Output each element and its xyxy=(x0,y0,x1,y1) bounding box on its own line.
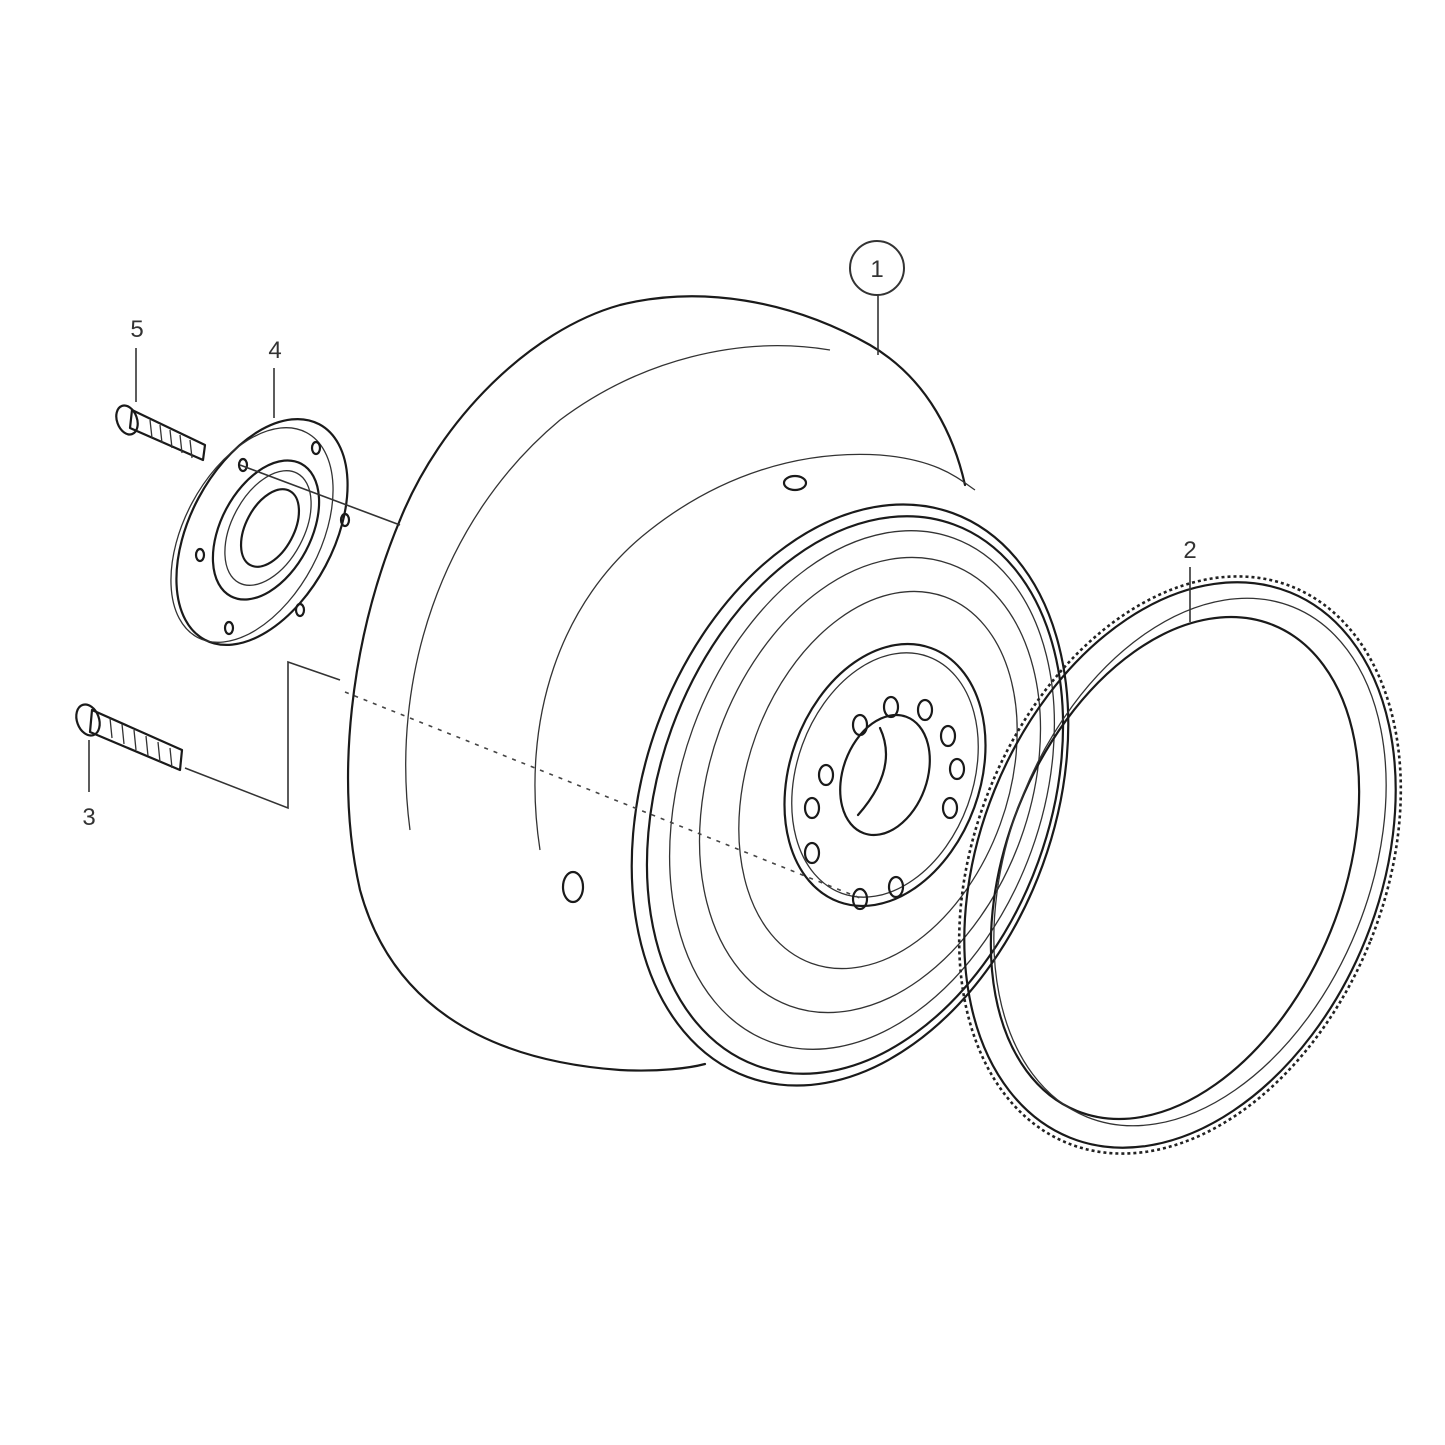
callout-1: 1 xyxy=(849,240,905,296)
callout-label-2: 2 xyxy=(1183,537,1196,564)
callout-label-3: 3 xyxy=(82,804,95,831)
bolt-hole-circle xyxy=(803,695,966,911)
bolt-part-5 xyxy=(115,404,207,462)
flywheel-part-1 xyxy=(347,295,1070,1087)
bolt-part-3 xyxy=(75,703,184,772)
callout-label-4: 4 xyxy=(268,337,281,364)
callout-leaders xyxy=(88,294,1191,792)
callout-label-5: 5 xyxy=(130,316,143,343)
assembly-guide-lines xyxy=(184,464,861,899)
callout-label-1: 1 xyxy=(870,256,883,283)
ring-gear-part-2 xyxy=(957,575,1403,1155)
seal-plate-part-4 xyxy=(170,418,351,646)
